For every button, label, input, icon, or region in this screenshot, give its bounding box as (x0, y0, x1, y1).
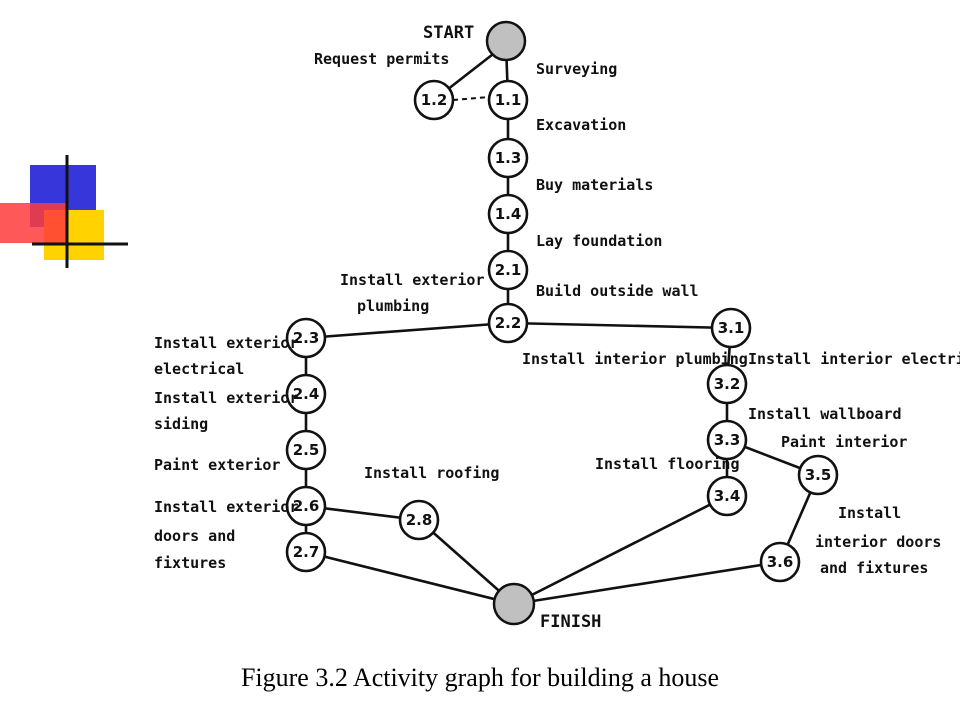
label-install-exterior-plumbing-1: Install exterior (340, 271, 485, 289)
node-3.4: 3.4 (706, 475, 748, 517)
finish-label: FINISH (540, 612, 601, 632)
label-install-interior-plumbing: Install interior plumbing (522, 350, 748, 368)
node-label: 1.4 (495, 205, 522, 223)
label-install-exterior-siding-1: Install exterior (154, 389, 299, 407)
node-label: 3.5 (805, 466, 832, 484)
label-install-interior-electrical: Install interior electrical (748, 350, 960, 368)
node-2.1: 2.1 (487, 249, 529, 291)
node-label: 2.7 (293, 543, 320, 561)
label-install-wallboard: Install wallboard (748, 405, 902, 423)
label-install-exterior-doors-3: fixtures (154, 554, 226, 572)
node-2.7: 2.7 (285, 531, 327, 573)
node-1.3: 1.3 (487, 137, 529, 179)
node-label: 2.1 (495, 261, 522, 279)
node-3.1: 3.1 (710, 307, 752, 349)
node-label: 2.4 (293, 385, 320, 403)
node-2.5: 2.5 (285, 429, 327, 471)
start-label: START (423, 23, 474, 43)
node-label: 3.3 (714, 431, 741, 449)
node-3.6: 3.6 (759, 541, 801, 583)
label-paint-exterior: Paint exterior (154, 456, 280, 474)
label-install-interior-doors-1: Install (838, 504, 901, 522)
node-2.6: 2.6 (285, 485, 327, 527)
node-label: 3.6 (767, 553, 794, 571)
node-label: 3.1 (718, 319, 745, 337)
node-label: 1.1 (495, 91, 522, 109)
node-label: 2.6 (293, 497, 320, 515)
finish-node (492, 582, 536, 626)
label-install-exterior-doors-1: Install exterior (154, 498, 299, 516)
label-surveying: Surveying (536, 60, 617, 78)
label-lay-foundation: Lay foundation (536, 232, 662, 250)
start-node (485, 20, 527, 62)
label-install-exterior-electrical-2: electrical (154, 360, 244, 378)
slide-decoration-logo (0, 155, 128, 268)
node-label: 3.4 (714, 487, 741, 505)
edge-1.2-1.1-dashed (452, 96, 490, 101)
label-install-exterior-siding-2: siding (154, 415, 208, 433)
edge-3.6-finish (513, 560, 781, 606)
node-label: 1.3 (495, 149, 522, 167)
label-buy-materials: Buy materials (536, 176, 653, 194)
label-build-outside-wall: Build outside wall (536, 282, 699, 300)
label-install-exterior-electrical-1: Install exterior (154, 334, 299, 352)
edge-2.2-2.3 (305, 321, 509, 340)
edge-3.4-finish (513, 494, 728, 606)
node-label: 2.8 (406, 511, 433, 529)
node-3.2: 3.2 (706, 363, 748, 405)
edge-2.2-3.1 (507, 321, 732, 330)
label-paint-interior: Paint interior (781, 433, 907, 451)
activity-labels: Request permits Surveying Excavation Buy… (154, 50, 960, 577)
node-label: 3.2 (714, 375, 741, 393)
node-1.1: 1.1 (487, 79, 529, 121)
label-install-interior-doors-3: and fixtures (820, 559, 928, 577)
label-request-permits: Request permits (314, 50, 449, 68)
node-3.5: 3.5 (797, 454, 839, 496)
node-2.4: 2.4 (285, 373, 327, 415)
label-install-interior-doors-2: interior doors (815, 533, 941, 551)
label-install-flooring: Install flooring (595, 455, 740, 473)
label-install-roofing: Install roofing (364, 464, 499, 482)
label-install-exterior-doors-2: doors and (154, 527, 235, 545)
node-label: 2.5 (293, 441, 320, 459)
node-2.3: 2.3 (285, 317, 327, 359)
node-2.8: 2.8 (398, 499, 440, 541)
node-label: 2.3 (293, 329, 320, 347)
node-2.2: 2.2 (487, 302, 529, 344)
node-label: 1.2 (421, 91, 448, 109)
node-1.4: 1.4 (487, 193, 529, 235)
label-install-exterior-plumbing-2: plumbing (357, 297, 429, 315)
deco-red-bar (0, 203, 66, 243)
label-excavation: Excavation (536, 116, 626, 134)
node-1.2: 1.2 (413, 79, 455, 121)
node-3.3: 3.3 (706, 419, 748, 461)
figure-caption: Figure 3.2 Activity graph for building a… (240, 663, 720, 692)
node-label: 2.2 (495, 314, 522, 332)
edge-2.7-finish (305, 550, 515, 606)
